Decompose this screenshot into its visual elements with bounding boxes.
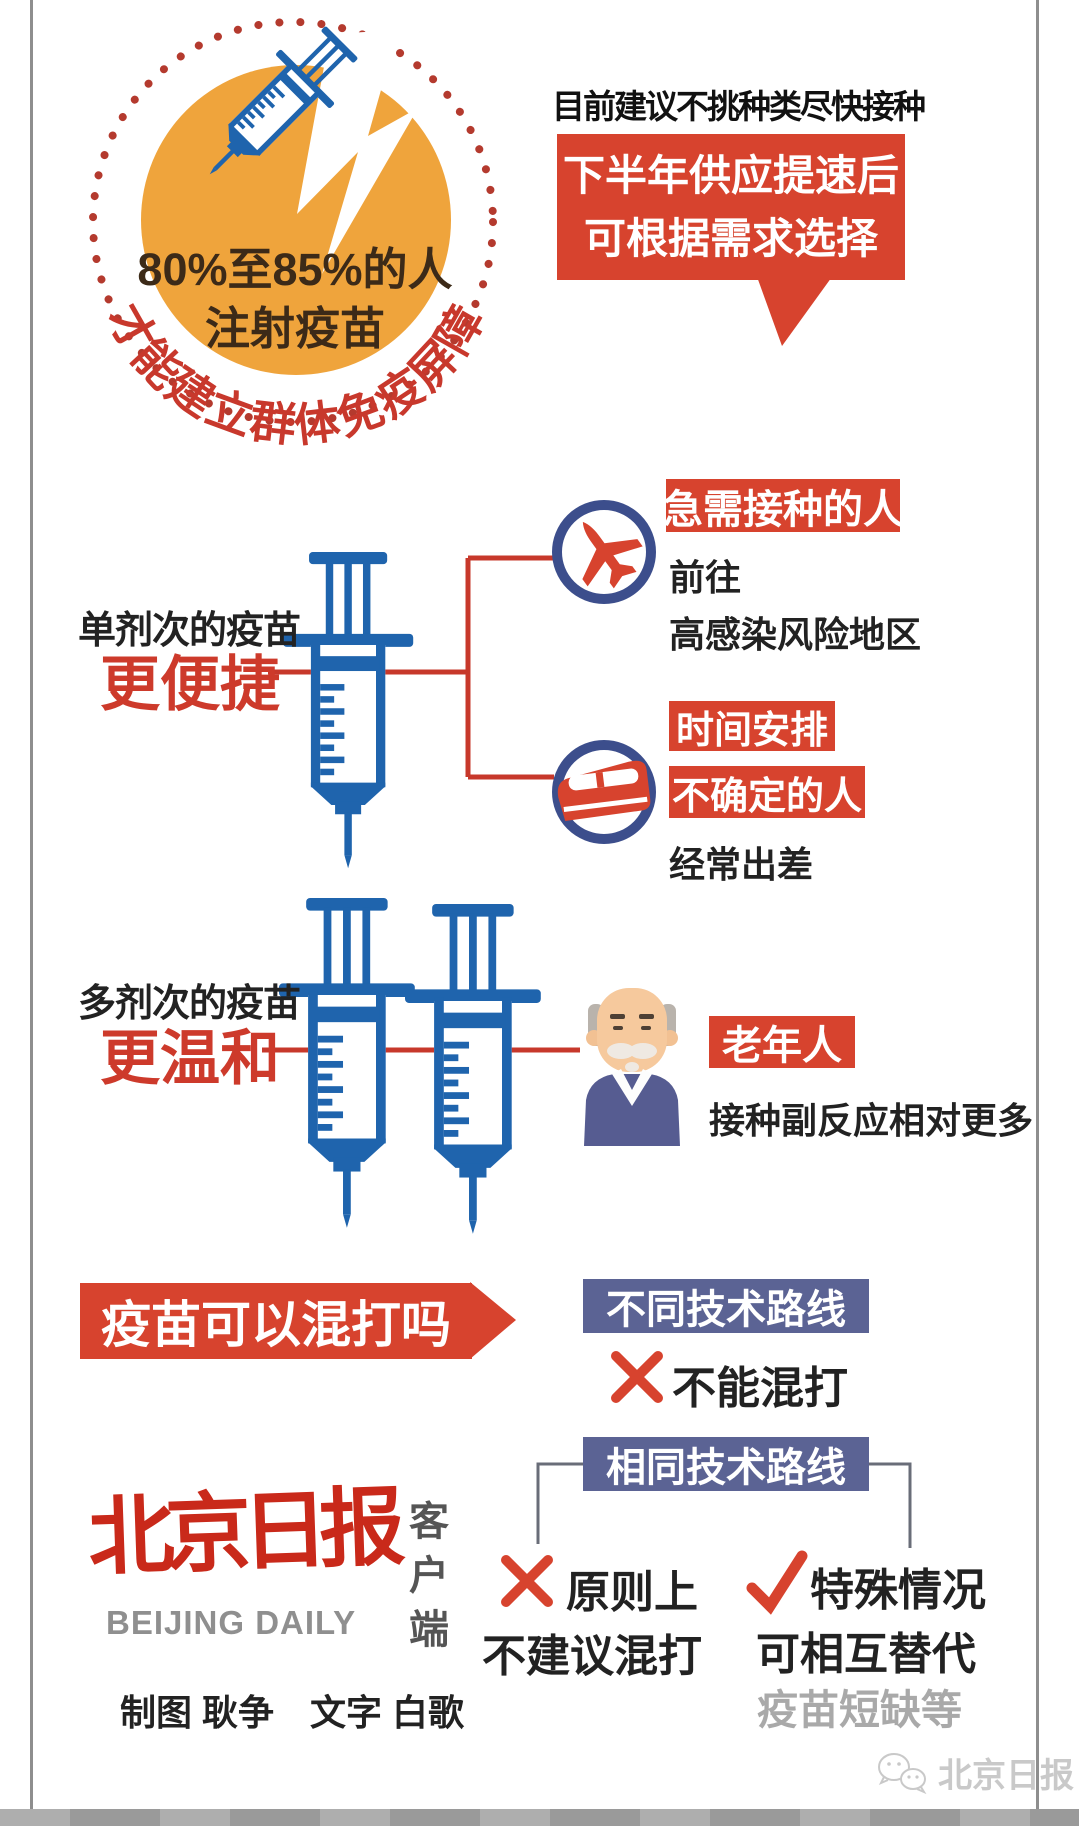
credits-line: 制图 耿争 文字 白歌 bbox=[120, 1692, 465, 1733]
urgent-desc-2: 高感染风险地区 bbox=[669, 614, 922, 655]
same-route-note: 疫苗短缺等 bbox=[757, 1687, 962, 1733]
different-route-banner: 不同技术路线 bbox=[583, 1279, 869, 1333]
beijing-daily-logo-en: BEIJING DAILY bbox=[106, 1604, 357, 1641]
same-route-yes-line2: 可相互替代 bbox=[756, 1630, 976, 1679]
advice-headline: 目前建议不挑种类尽快接种 bbox=[552, 88, 926, 125]
herd-percent-text: 80%至85%的人 bbox=[137, 244, 453, 295]
same-route-banner: 相同技术路线 bbox=[583, 1437, 869, 1491]
client-label: 客户端 bbox=[403, 1500, 447, 1662]
single-dose-label: 单剂次的疫苗 bbox=[78, 610, 301, 652]
multi-dose-highlight: 更温和 bbox=[100, 1025, 280, 1092]
bottom-gray-band bbox=[0, 1809, 1079, 1826]
same-route-no-line1: 原则上 bbox=[566, 1568, 698, 1617]
speech-bubble: 下半年供应提速后 可根据需求选择 bbox=[557, 134, 905, 280]
same-route-no-line2: 不建议混打 bbox=[482, 1632, 702, 1681]
uncertain-badge-1: 时间安排 bbox=[669, 701, 835, 752]
uncertain-desc: 经常出差 bbox=[669, 844, 814, 885]
bubble-line-1: 下半年供应提速后 bbox=[562, 152, 899, 199]
herd-vaccinate-text: 注射疫苗 bbox=[204, 303, 385, 354]
same-route-yes-line1: 特殊情况 bbox=[810, 1566, 986, 1615]
beijing-daily-logo: 北京日报 bbox=[86, 1479, 398, 1587]
elderly-desc: 接种副反应相对更多 bbox=[709, 1100, 1034, 1141]
urgent-desc-1: 前往 bbox=[669, 557, 742, 598]
single-dose-highlight: 更便捷 bbox=[100, 651, 280, 718]
different-route-verdict: 不能混打 bbox=[672, 1364, 848, 1413]
multi-dose-label: 多剂次的疫苗 bbox=[78, 983, 301, 1025]
bubble-line-2: 可根据需求选择 bbox=[583, 215, 878, 262]
wechat-icon bbox=[878, 1752, 927, 1794]
urgent-badge: 急需接种的人 bbox=[663, 479, 903, 532]
watermark-text: 北京日报 bbox=[938, 1757, 1074, 1795]
mixing-question-banner: 疫苗可以混打吗 bbox=[80, 1283, 472, 1359]
elderly-badge: 老年人 bbox=[709, 1016, 855, 1068]
watermark: 北京日报 bbox=[874, 1748, 1074, 1797]
uncertain-badge-2: 不确定的人 bbox=[669, 766, 865, 818]
